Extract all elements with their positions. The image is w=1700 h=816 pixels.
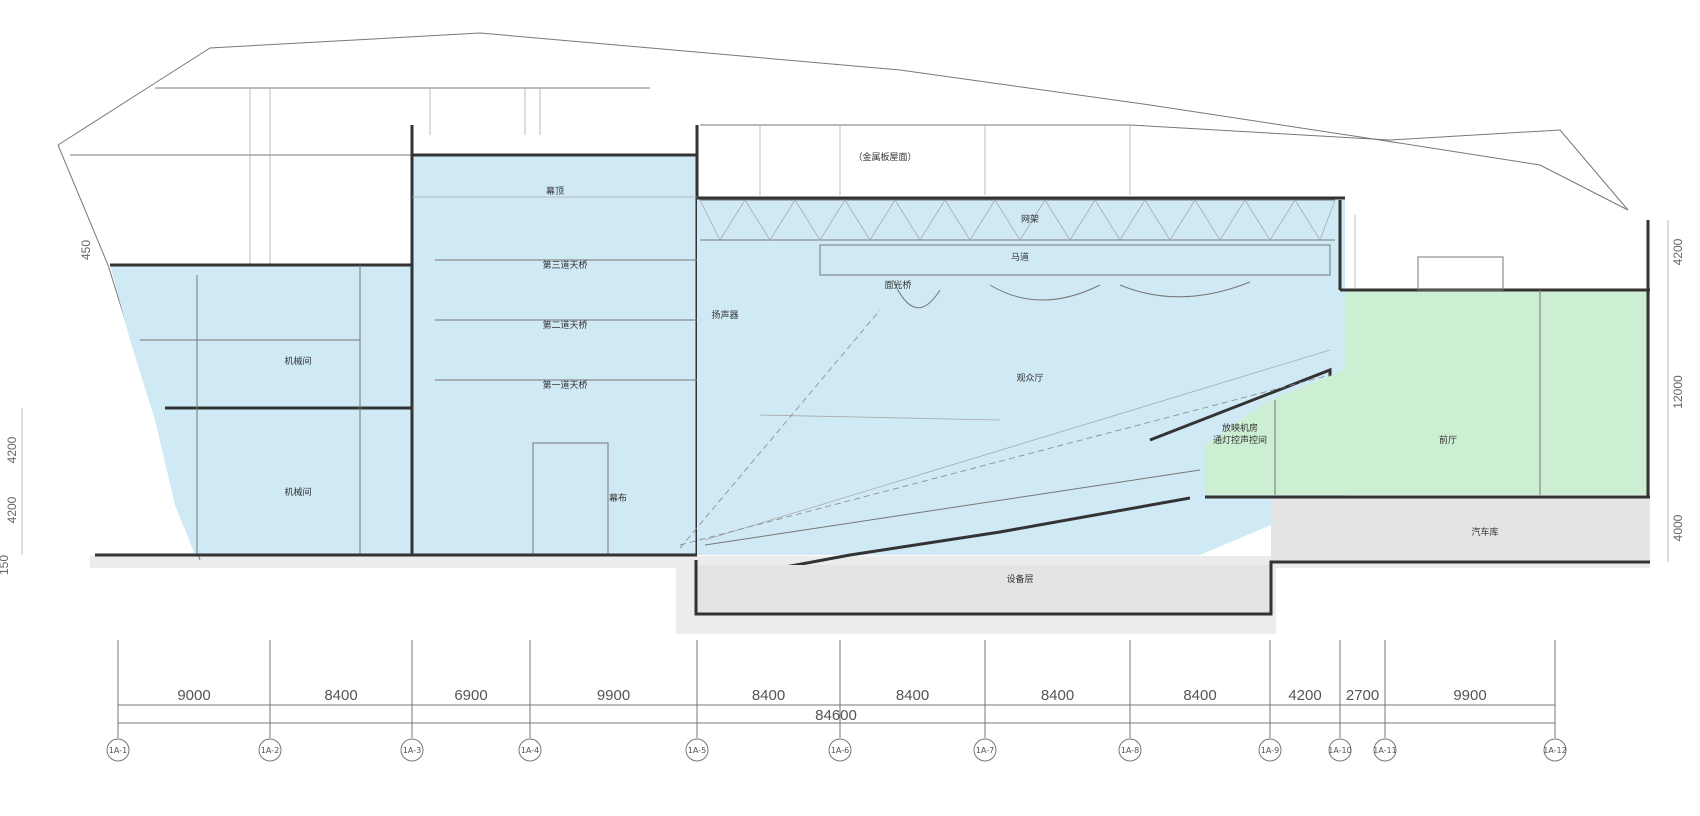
- room-label-lobby: 前厅: [1439, 434, 1457, 446]
- dimension-chain: 9000 8400 6900 9900 8400 8400 8400 8400 4200 2700…: [106, 640, 1567, 762]
- axis-bubble: [828, 738, 852, 762]
- machine-rooms: [110, 263, 412, 555]
- room-label-curtain: 幕布: [609, 492, 627, 504]
- span-dimension: 8400: [752, 687, 785, 704]
- axis-bubble: [258, 738, 282, 762]
- axis-bubble: [518, 738, 542, 762]
- room-label-gallery1: 第一道天桥: [542, 379, 587, 391]
- span-dimension: 8400: [896, 687, 929, 704]
- room-label-machine-lower: 机械间: [284, 486, 311, 498]
- room-label-gallery2: 第二道天桥: [542, 319, 587, 331]
- axis-bubble: [1328, 738, 1352, 762]
- room-label-catwalk: 网架: [1021, 214, 1039, 225]
- axis-bubble: [973, 738, 997, 762]
- axis-label: 1A-4: [521, 746, 539, 755]
- room-labels: 幕顶 第三道天桥 第二道天桥 第一道天桥 机械间 机械间 幕布 （金属板屋面） …: [284, 151, 1498, 585]
- axis-label: 1A-3: [403, 746, 421, 755]
- axis-label: 1A-5: [688, 746, 706, 755]
- axis-label: 1A-8: [1121, 746, 1139, 755]
- vdim-right-4200: 4200: [1671, 238, 1685, 265]
- auditorium-hall: [679, 196, 1345, 570]
- span-dimension: 9900: [1453, 687, 1486, 704]
- axis-label: 1A-7: [976, 746, 994, 755]
- axis-bubble: [1373, 738, 1397, 762]
- axis-bubble: [1118, 738, 1142, 762]
- lower-service: [95, 495, 1650, 616]
- span-dimension: 9900: [597, 687, 630, 704]
- span-dimension: 6900: [454, 687, 487, 704]
- room-label-projection: 放映机房通灯控声控间: [1213, 422, 1267, 446]
- axis-bubble: [685, 738, 709, 762]
- axis-bubbles: 1A-1 1A-2 1A-3 1A-4 1A-5 1A-6 1A-7 1A-8 1A-9 1A-1…: [106, 738, 1567, 762]
- vertical-dimensions: 450 4200 4200 150 4200 12000 4000: [0, 220, 1685, 575]
- vdim-left-450: 450: [79, 240, 93, 260]
- room-label-face-light: 面光桥: [884, 279, 911, 291]
- axis-bubble: [106, 738, 130, 762]
- axis-label: 1A-10: [1328, 746, 1351, 755]
- room-label-machine-upper: 机械间: [284, 355, 311, 367]
- span-dimension: 8400: [1183, 687, 1216, 704]
- axis-label: 1A-9: [1261, 746, 1279, 755]
- room-label-steel-roof: （金属板屋面）: [853, 151, 916, 163]
- span-dimension: 8400: [1041, 687, 1074, 704]
- room-label-flyloft: 幕顶: [546, 185, 564, 197]
- span-labels: 9000 8400 6900 9900 8400 8400 8400 8400 4200 2700…: [177, 687, 1486, 704]
- span-dimension: 9000: [177, 687, 210, 704]
- axis-ticks: [117, 640, 1556, 738]
- axis-label: 1A-1: [109, 746, 127, 755]
- span-dimension: 2700: [1346, 687, 1379, 704]
- axis-bubble: [400, 738, 424, 762]
- vdim-right-4000: 4000: [1671, 514, 1685, 541]
- room-label-auditorium: 观众厅: [1016, 373, 1043, 384]
- axis-label: 1A-11: [1373, 746, 1396, 755]
- vdim-left-4200a: 4200: [5, 436, 19, 463]
- room-label-garage: 汽车库: [1471, 526, 1498, 538]
- axis-label: 1A-6: [831, 746, 849, 755]
- room-label-gallery3: 第三道天桥: [542, 259, 587, 271]
- total-dimension: 84600: [815, 707, 857, 724]
- vdim-left-4200b: 4200: [5, 496, 19, 523]
- span-dimension: 8400: [324, 687, 357, 704]
- span-dimension: 4200: [1288, 687, 1321, 704]
- axis-label: 1A-12: [1543, 746, 1566, 755]
- room-label-horse-path: 马道: [1011, 251, 1029, 263]
- axis-label: 1A-2: [261, 746, 279, 755]
- vdim-right-12000: 12000: [1671, 375, 1685, 409]
- axis-bubble: [1543, 738, 1567, 762]
- vdim-left-150: 150: [0, 555, 11, 575]
- axis-bubble: [1258, 738, 1282, 762]
- room-label-equipment: 设备层: [1006, 573, 1033, 585]
- room-label-speaker: 扬声器: [711, 309, 738, 321]
